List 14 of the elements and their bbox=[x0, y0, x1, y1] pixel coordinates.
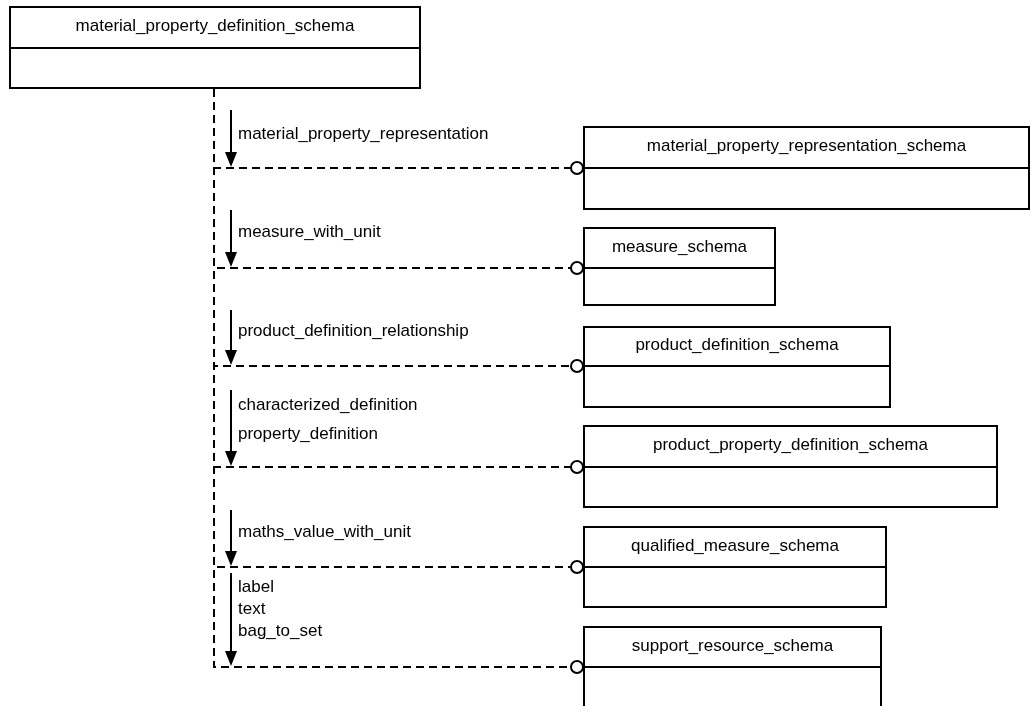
schema-box bbox=[583, 227, 776, 306]
schema-name: qualified_measure_schema bbox=[631, 536, 839, 556]
schema-box bbox=[583, 326, 891, 408]
schema-box bbox=[583, 425, 998, 508]
schema-name: support_resource_schema bbox=[631, 636, 834, 656]
schema-box bbox=[9, 6, 421, 89]
schema-name: product_definition_schema bbox=[635, 336, 839, 355]
schema-name: material_property_representation_schema bbox=[646, 137, 967, 156]
schema-box bbox=[583, 126, 1030, 210]
schema-name: product_property_definition_schema bbox=[653, 436, 928, 455]
schema-name: measure_schema bbox=[611, 237, 748, 257]
schema-name: material_property_definition_schema bbox=[75, 17, 355, 36]
schema-box bbox=[583, 526, 887, 608]
schema-box bbox=[583, 626, 882, 706]
